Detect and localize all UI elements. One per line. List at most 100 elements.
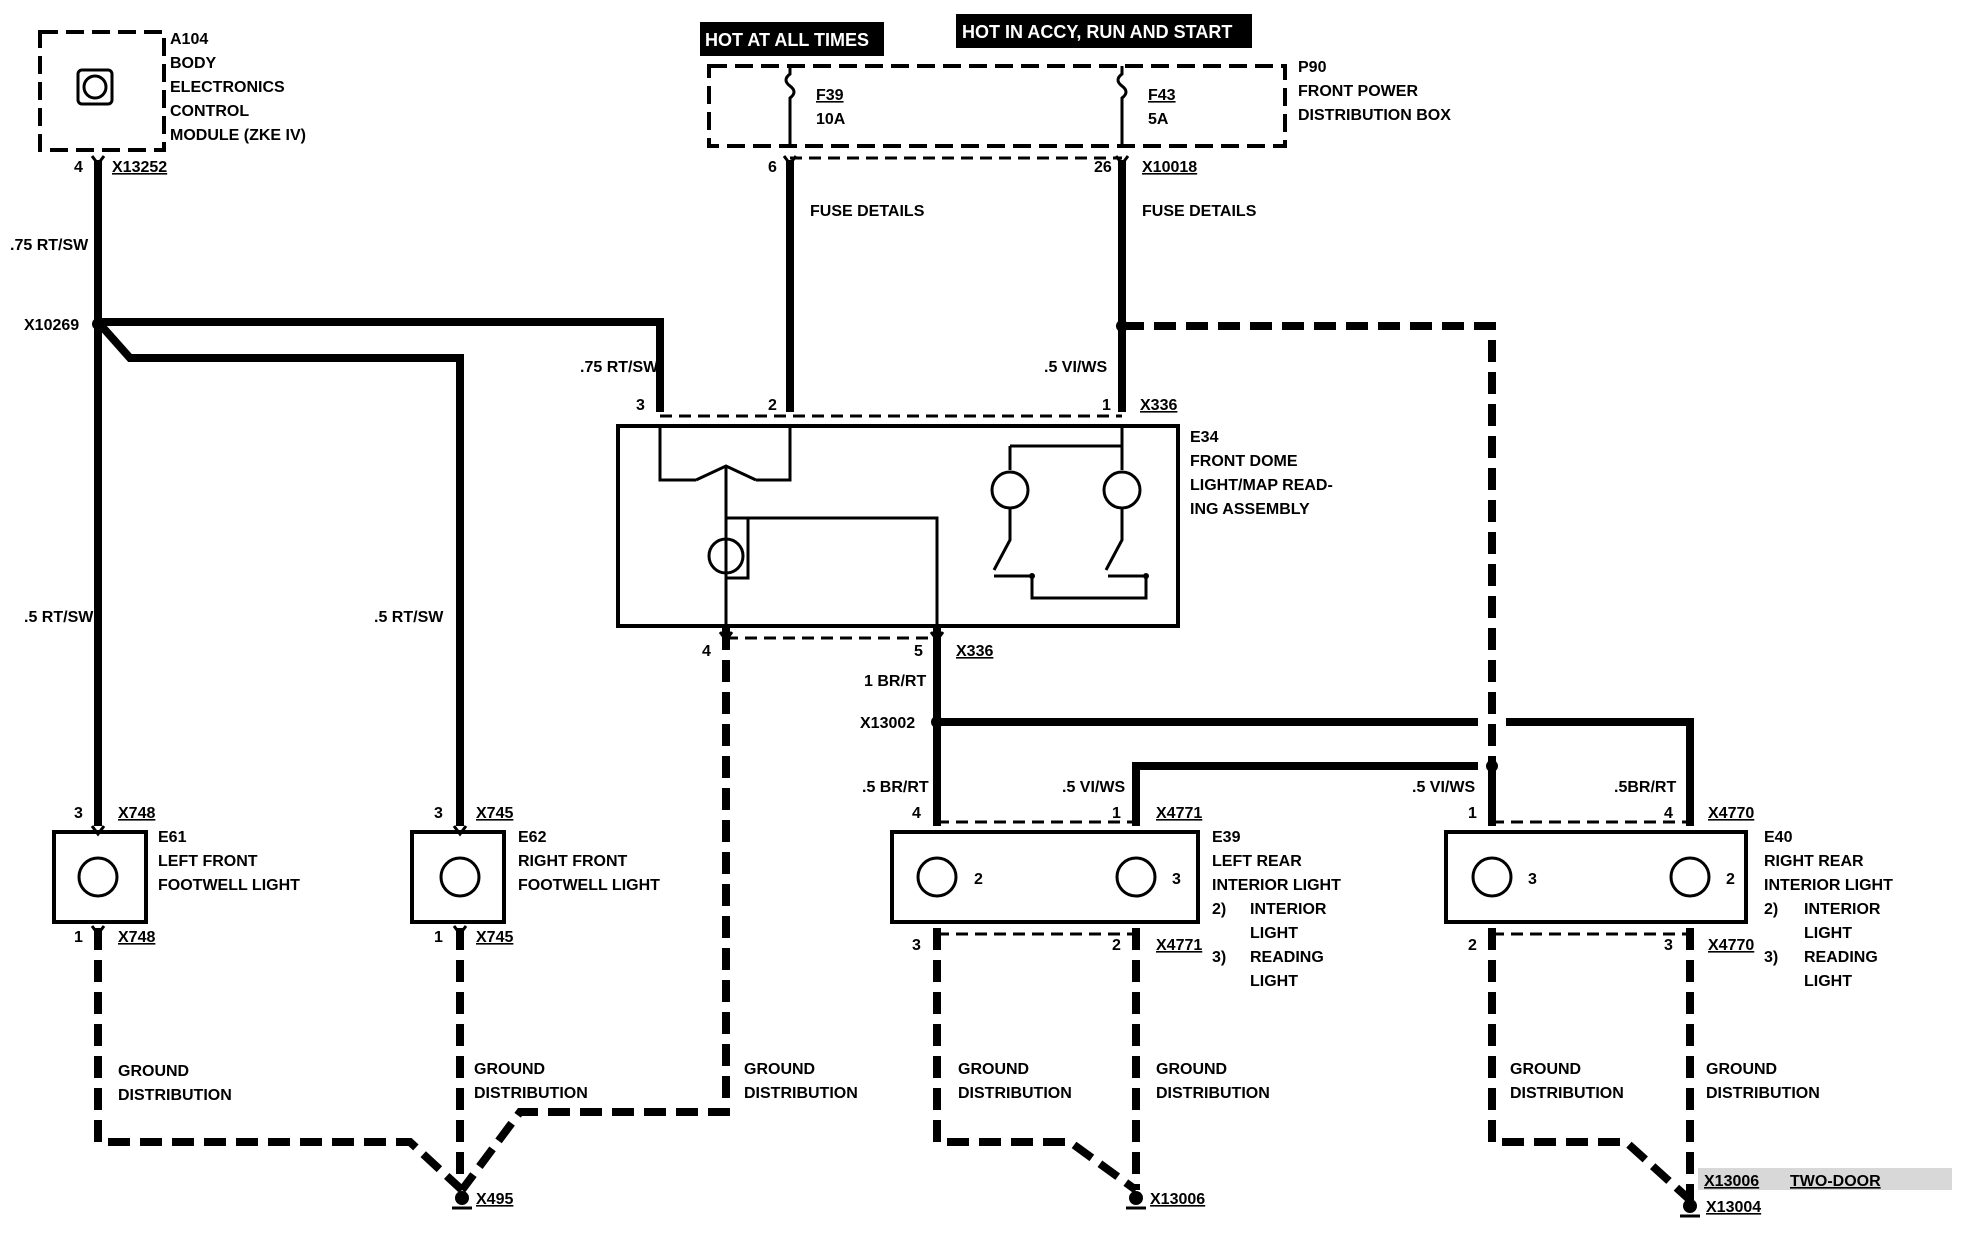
e40-note3-a: READING bbox=[1804, 949, 1878, 966]
ground-6-b: DISTRIBUTION bbox=[1510, 1085, 1624, 1102]
e39-box bbox=[890, 830, 1200, 924]
wire-x13002-to-e40 bbox=[1506, 718, 1694, 826]
a104-label-3: CONTROL bbox=[170, 103, 249, 120]
e39-note3-b: LIGHT bbox=[1250, 973, 1298, 990]
tick-e61-top bbox=[90, 825, 106, 837]
e34-switch-left bbox=[992, 508, 1012, 571]
ground-point-x13004: X13006 TWO-DOOR X13004 bbox=[1680, 1168, 1952, 1218]
module-icon bbox=[76, 68, 114, 106]
splice-rear-dot bbox=[1486, 760, 1498, 772]
ground-7-a: GROUND bbox=[1706, 1061, 1777, 1078]
e40-bulb-reading bbox=[1471, 856, 1513, 898]
tick-f39 bbox=[782, 155, 798, 167]
hot-accy-header: HOT IN ACCY, RUN AND START bbox=[956, 14, 1252, 48]
ground-2-a: GROUND bbox=[474, 1061, 545, 1078]
a104-label-2: ELECTRONICS bbox=[170, 79, 285, 96]
e39-bulb-interior bbox=[916, 856, 958, 898]
e34-int-wire-a bbox=[658, 426, 696, 482]
e39-label-1: LEFT REAR bbox=[1212, 853, 1302, 870]
e34-wire-in-right: .5 VI/WS bbox=[1044, 359, 1107, 376]
fuse-f43-name: F43 bbox=[1148, 87, 1176, 104]
tick-e62-bottom bbox=[452, 925, 468, 937]
tick-e61-bottom bbox=[90, 925, 106, 937]
e40-bulb-interior bbox=[1669, 856, 1711, 898]
p90-label-1: FRONT POWER bbox=[1298, 83, 1418, 100]
wire-vi-ws-to-rear bbox=[1122, 322, 1496, 812]
a104-pin: 4 bbox=[74, 159, 83, 176]
fuse-f39-rating: 10A bbox=[816, 111, 846, 128]
ground-x13004-label: X13004 bbox=[1706, 1199, 1761, 1216]
ground-distribution-labels: GROUND DISTRIBUTION GROUND DISTRIBUTION … bbox=[118, 1061, 1820, 1104]
e34-id: E34 bbox=[1190, 429, 1219, 446]
ground-7-b: DISTRIBUTION bbox=[1706, 1085, 1820, 1102]
e39-left-rear-interior-light: .5 BR/RT .5 VI/WS 4 1 X4771 2 3 E39 LEFT… bbox=[862, 779, 1341, 1194]
e61-pin-top: 3 bbox=[74, 805, 83, 822]
e40-connector-top: X4770 bbox=[1708, 805, 1754, 822]
e34-node-a bbox=[1029, 573, 1035, 579]
e39-connector-top: X4771 bbox=[1156, 805, 1202, 822]
fuse-f39-name: F39 bbox=[816, 87, 844, 104]
e39-id: E39 bbox=[1212, 829, 1241, 846]
splice-x10269-label: X10269 bbox=[24, 317, 79, 334]
e61-pin-bottom: 1 bbox=[74, 929, 83, 946]
e34-pin-5: 5 bbox=[914, 643, 923, 660]
a104-label-4: MODULE (ZKE IV) bbox=[170, 127, 306, 144]
e62-pin-top: 3 bbox=[434, 805, 443, 822]
splice-x10269-dot bbox=[92, 318, 104, 330]
tick-e34-pin4 bbox=[718, 631, 734, 643]
e62-box bbox=[410, 830, 506, 924]
p90-distribution-box: F39 10A F43 5A P90 FRONT POWER DISTRIBUT… bbox=[707, 59, 1451, 220]
fuse-f39-symbol bbox=[784, 66, 796, 146]
a104-module: A104 BODY ELECTRONICS CONTROL MODULE (ZK… bbox=[10, 30, 306, 254]
e39-bulb-right-num: 3 bbox=[1172, 871, 1181, 888]
ground-4-a: GROUND bbox=[958, 1061, 1029, 1078]
ground-2-b: DISTRIBUTION bbox=[474, 1085, 588, 1102]
e62-id: E62 bbox=[518, 829, 547, 846]
e40-right-rear-interior-light: .5 VI/WS .5BR/RT 1 4 X4770 3 2 E40 RIGHT… bbox=[1412, 779, 1893, 1203]
ground-4-b: DISTRIBUTION bbox=[958, 1085, 1072, 1102]
two-door-label: TWO-DOOR bbox=[1790, 1173, 1881, 1190]
e34-int-wire-d bbox=[726, 516, 939, 626]
ground-5-b: DISTRIBUTION bbox=[1156, 1085, 1270, 1102]
e40-label-2: INTERIOR LIGHT bbox=[1764, 877, 1893, 894]
e61-label-1: LEFT FRONT bbox=[158, 853, 258, 870]
hot-all-bg bbox=[700, 22, 884, 56]
ground-6-a: GROUND bbox=[1510, 1061, 1581, 1078]
e40-note3-num: 3) bbox=[1764, 949, 1778, 966]
ground-5-a: GROUND bbox=[1156, 1061, 1227, 1078]
tick-e62-top bbox=[452, 825, 468, 837]
e39-note2-num: 2) bbox=[1212, 901, 1226, 918]
p90-pin-6: 6 bbox=[768, 159, 777, 176]
a104-module-box bbox=[38, 30, 166, 152]
e62-connector-top: X745 bbox=[476, 805, 513, 822]
a104-connector: X13252 bbox=[112, 159, 167, 176]
e34-bulb-map-right bbox=[1102, 470, 1142, 510]
p90-box bbox=[707, 64, 1287, 148]
e34-pin-2: 2 bbox=[768, 397, 777, 414]
a104-id: A104 bbox=[170, 31, 208, 48]
wire-splice-to-e34-pin3 bbox=[98, 318, 664, 412]
e34-int-wire-f bbox=[726, 518, 750, 580]
ground-3-a: GROUND bbox=[744, 1061, 815, 1078]
ground-1-a: GROUND bbox=[118, 1063, 189, 1080]
ground-x13004-icon bbox=[1683, 1199, 1697, 1213]
e40-bulb-right-num: 2 bbox=[1726, 871, 1735, 888]
ground-point-x13006: X13006 bbox=[1126, 1191, 1205, 1210]
e40-box bbox=[1444, 830, 1748, 924]
e61-wire-label: .5 RT/SW bbox=[24, 609, 94, 626]
e34-bulb-map-left bbox=[990, 470, 1030, 510]
e40-note3-b: LIGHT bbox=[1804, 973, 1852, 990]
e34-label-2: LIGHT/MAP READ- bbox=[1190, 477, 1333, 494]
ground-x13006-icon bbox=[1129, 1191, 1143, 1205]
a104-wire-label: .75 RT/SW bbox=[10, 237, 89, 254]
e40-note2-num: 2) bbox=[1764, 901, 1778, 918]
e34-int-wire-b bbox=[756, 426, 792, 482]
fuse-f43-rating: 5A bbox=[1148, 111, 1169, 128]
e61-id: E61 bbox=[158, 829, 187, 846]
e62-connector-bottom: X745 bbox=[476, 929, 513, 946]
ground-1-b: DISTRIBUTION bbox=[118, 1087, 232, 1104]
p90-label-2: DISTRIBUTION BOX bbox=[1298, 107, 1451, 124]
e39-bulb-reading bbox=[1115, 856, 1157, 898]
e61-bulb bbox=[77, 856, 119, 898]
